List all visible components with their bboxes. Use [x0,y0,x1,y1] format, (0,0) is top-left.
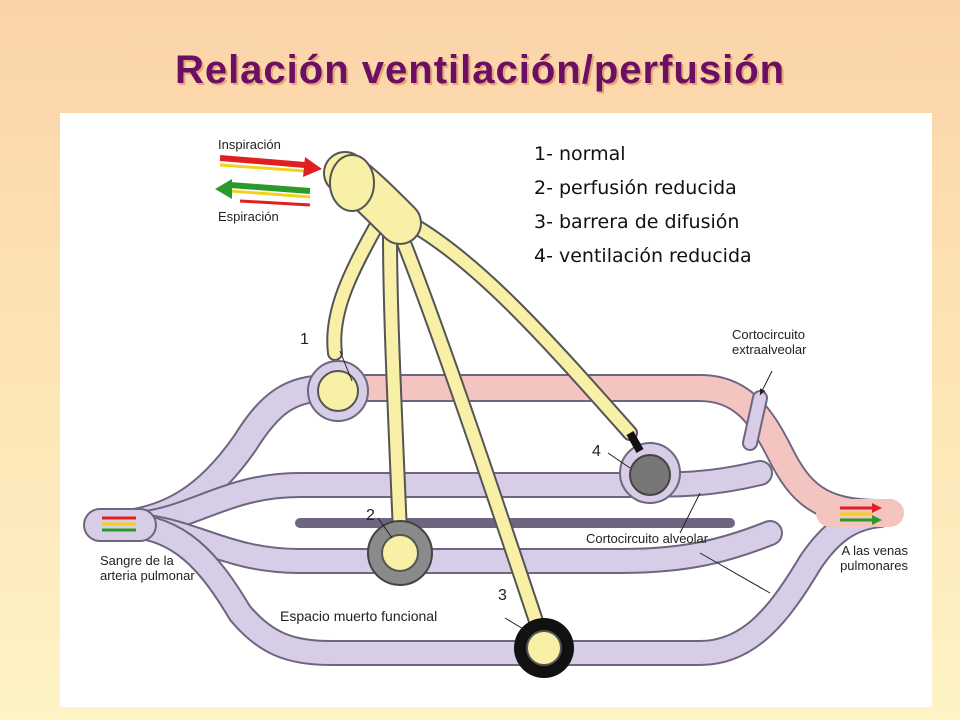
label-cortocircuito-extraalveolar: Cortocircuito extraalveolar [732,327,807,357]
number-4: 4 [592,443,601,460]
number-3: 3 [498,587,507,604]
legend-item-3: 3- barrera de difusión [534,211,740,233]
label-venas-pulmonares: A las venas pulmonares [840,543,908,573]
trachea-opening [329,154,375,212]
label-sangre-arteria: Sangre de la arteria pulmonar [100,553,195,583]
number-2: 2 [366,507,375,524]
label-espacio-muerto: Espacio muerto funcional [280,608,438,624]
label-espiracion: Espiración [218,209,279,224]
ventilation-perfusion-diagram [83,151,904,678]
slide-title: Relación ventilación/perfusión [174,48,786,92]
input-arrows [102,516,136,532]
legend-item-1: 1- normal [534,143,626,165]
alveolus-4 [619,431,681,504]
alveolus-1 [307,360,369,422]
legend-item-2: 2- perfusión reducida [534,177,737,199]
pointer-lines [339,350,773,634]
alveolus-3 [514,618,574,678]
breath-arrows [215,155,322,207]
label-cortocircuito-alveolar: Cortocircuito alveolar [586,531,709,546]
label-inspiracion: Inspiración [218,137,281,152]
legend-item-4: 4- ventilación reducida [534,245,752,267]
number-1: 1 [300,331,309,348]
legend: 1- normal 2- perfusión reducida 3- barre… [534,143,752,279]
output-arrows [840,503,882,525]
diagram-panel: 1- normal 2- perfusión reducida 3- barre… [60,113,932,707]
alveolus-2 [367,520,433,586]
